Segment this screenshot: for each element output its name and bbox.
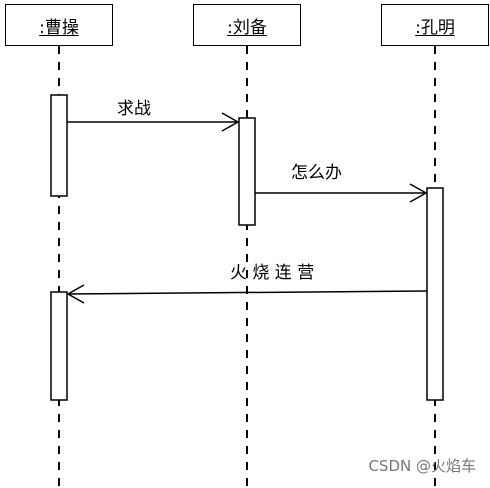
message-label-2: 怎么办 [291, 163, 342, 183]
watermark: CSDN @火焰车 [368, 457, 476, 475]
activation-bar-caocao-2 [50, 291, 68, 401]
participant-kongming: :孔明 [381, 4, 489, 46]
activation-bar-liubei [238, 117, 256, 226]
message-label-1: 求战 [117, 99, 151, 119]
participant-label-kongming: :孔明 [415, 17, 455, 38]
message-arrow-3 [66, 284, 428, 304]
participant-label-liubei: :刘备 [227, 17, 267, 38]
message-arrow-1 [67, 112, 240, 132]
participant-caocao: :曹操 [5, 4, 113, 46]
activation-bar-caocao-1 [50, 94, 68, 197]
message-label-3: 火 烧 连 营 [230, 263, 315, 283]
activation-bar-kongming [426, 187, 444, 401]
message-arrow-2 [255, 183, 428, 203]
participant-liubei: :刘备 [193, 4, 301, 46]
participant-label-caocao: :曹操 [39, 17, 79, 38]
